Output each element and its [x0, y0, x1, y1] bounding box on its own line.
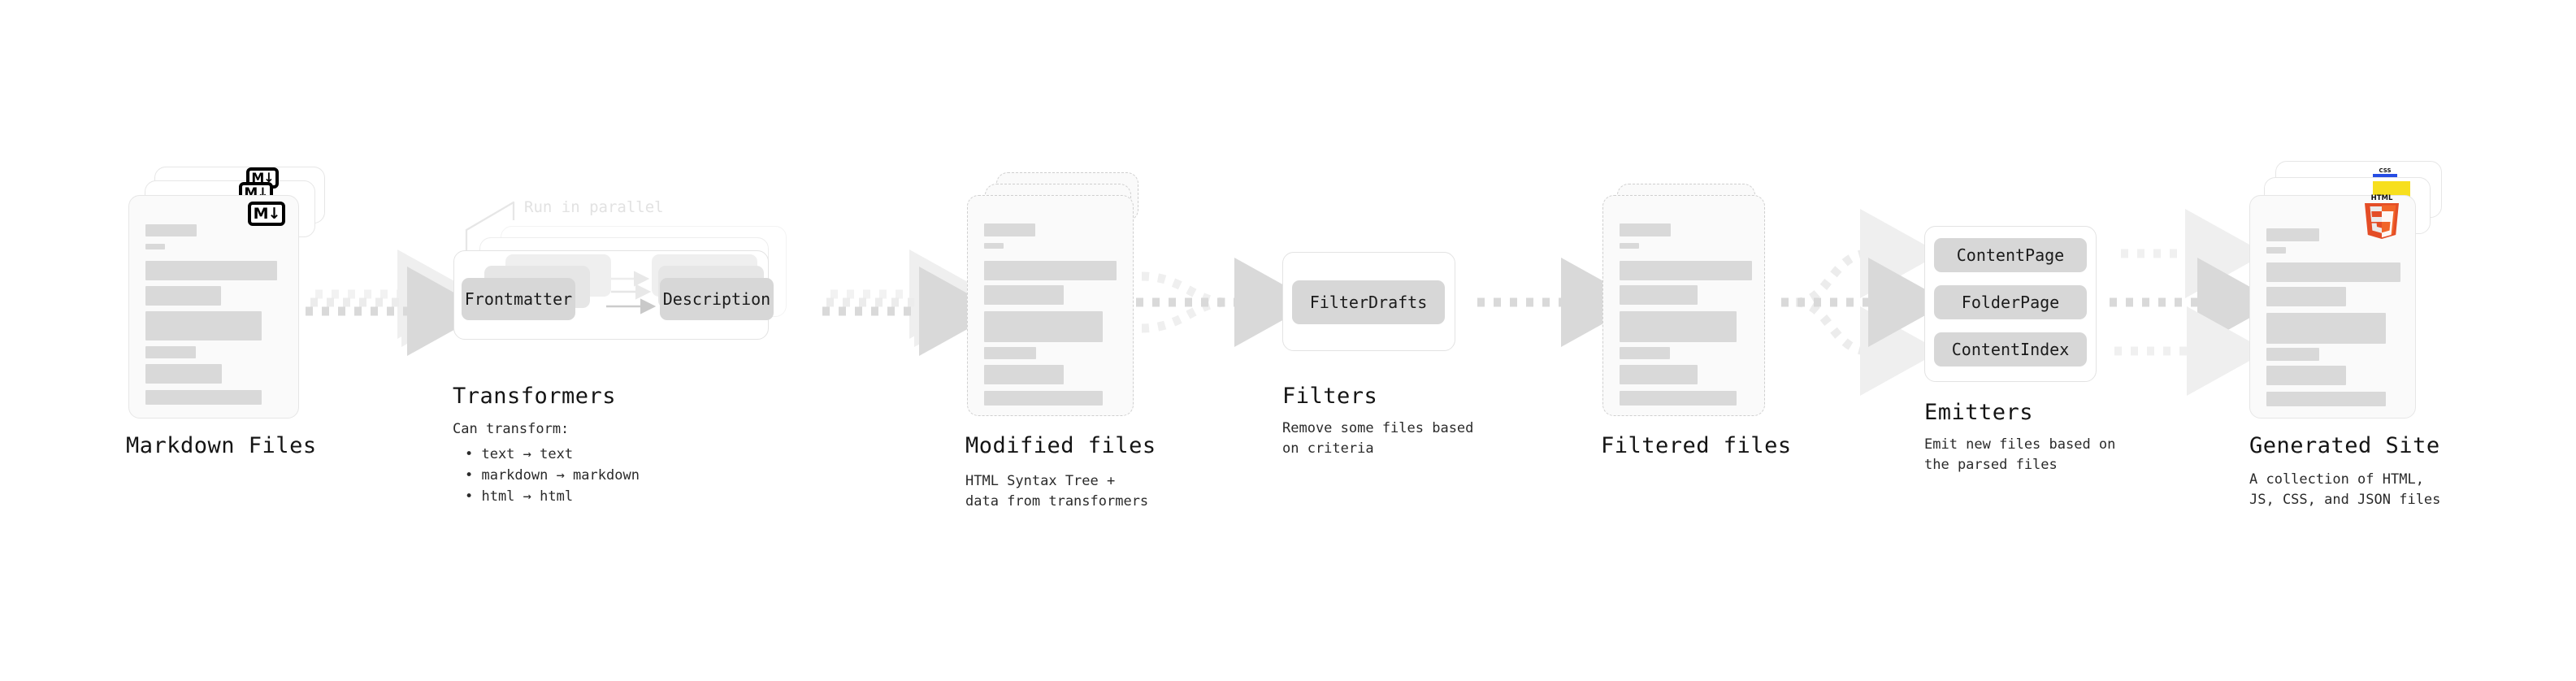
doc-bar	[1620, 285, 1698, 305]
doc-bar	[2266, 313, 2386, 344]
transformer-chip-description[interactable]: Description	[660, 278, 774, 320]
doc-bar	[984, 243, 1004, 249]
transformers-title: Transformers	[453, 384, 617, 409]
svg-text:HTML: HTML	[2371, 194, 2393, 202]
doc-bar	[145, 346, 196, 358]
connector-filtered-to-emitters	[1781, 209, 1949, 396]
doc-bar	[145, 364, 222, 384]
markdown-file-card	[128, 195, 299, 419]
doc-bar	[145, 311, 262, 340]
filtered-files-title: Filtered files	[1601, 433, 1792, 458]
doc-bar	[145, 390, 262, 405]
doc-bar	[2266, 247, 2286, 254]
generated-site-subtitle: A collection of HTML, JS, CSS, and JSON …	[2249, 471, 2441, 508]
connector-emitters-to-site	[2110, 209, 2278, 396]
generated-site-title: Generated Site	[2249, 433, 2440, 458]
emitters-chip-contentpage[interactable]: ContentPage	[1934, 238, 2087, 272]
markdown-files-title: Markdown Files	[126, 433, 317, 458]
transformers-bullet-1: • markdown → markdown	[465, 467, 640, 484]
transformers-subtitle: Can transform:	[453, 421, 570, 437]
filters-chip-filterdrafts[interactable]: FilterDrafts	[1292, 280, 1445, 324]
doc-bar	[1620, 261, 1752, 280]
doc-bar	[984, 261, 1117, 280]
doc-bar	[145, 244, 165, 249]
connector-transformers-to-modified	[822, 249, 1000, 356]
doc-bar	[2266, 228, 2319, 241]
doc-bar	[2266, 287, 2346, 306]
transformer-chip-frontmatter[interactable]: Frontmatter	[462, 278, 575, 320]
transformer-flow-arrows	[606, 271, 657, 314]
svg-text:CSS: CSS	[2379, 167, 2391, 174]
doc-bar	[984, 391, 1103, 406]
doc-bar	[984, 223, 1035, 236]
doc-bar	[2266, 366, 2346, 385]
doc-bar	[2266, 392, 2386, 406]
connector-md-to-transformers	[306, 249, 488, 356]
doc-bar	[145, 224, 197, 236]
emitters-chip-contentindex[interactable]: ContentIndex	[1934, 332, 2087, 367]
transformers-bullet-0: • text → text	[465, 446, 574, 462]
emitters-subtitle: Emit new files based on the parsed files	[1924, 436, 2116, 473]
doc-bar	[2266, 348, 2319, 361]
emitters-title: Emitters	[1924, 400, 2034, 425]
doc-bar	[984, 285, 1064, 305]
connector-modified-to-filters	[1136, 258, 1315, 347]
doc-bar	[145, 261, 277, 280]
run-in-parallel-bracket	[465, 201, 515, 253]
doc-bar	[984, 347, 1036, 359]
css3-icon: CSS	[2373, 166, 2397, 177]
doc-bar	[984, 311, 1103, 342]
doc-bar	[1620, 243, 1639, 249]
markdown-icon: M↓	[248, 202, 285, 226]
run-in-parallel-note: Run in parallel	[524, 198, 664, 216]
doc-bar	[984, 365, 1064, 384]
doc-bar	[1620, 311, 1737, 342]
filtered-file-card	[1602, 195, 1765, 416]
html5-icon: HTML	[2361, 193, 2403, 240]
doc-bar	[1620, 391, 1737, 406]
doc-bar	[1620, 223, 1671, 236]
modified-file-card	[967, 195, 1134, 416]
site-file-card	[2249, 195, 2416, 419]
transformers-bullet-2: • html → html	[465, 488, 574, 505]
modified-files-title: Modified files	[965, 433, 1156, 458]
doc-bar	[1620, 347, 1670, 359]
filters-subtitle: Remove some files based on criteria	[1282, 420, 1474, 457]
javascript-icon	[2373, 181, 2410, 199]
filters-title: Filters	[1282, 384, 1378, 409]
emitters-chip-folderpage[interactable]: FolderPage	[1934, 285, 2087, 319]
modified-files-subtitle: HTML Syntax Tree + data from transformer…	[965, 473, 1149, 510]
doc-bar	[2266, 262, 2400, 282]
doc-bar	[145, 286, 221, 306]
doc-bar	[1620, 365, 1698, 384]
